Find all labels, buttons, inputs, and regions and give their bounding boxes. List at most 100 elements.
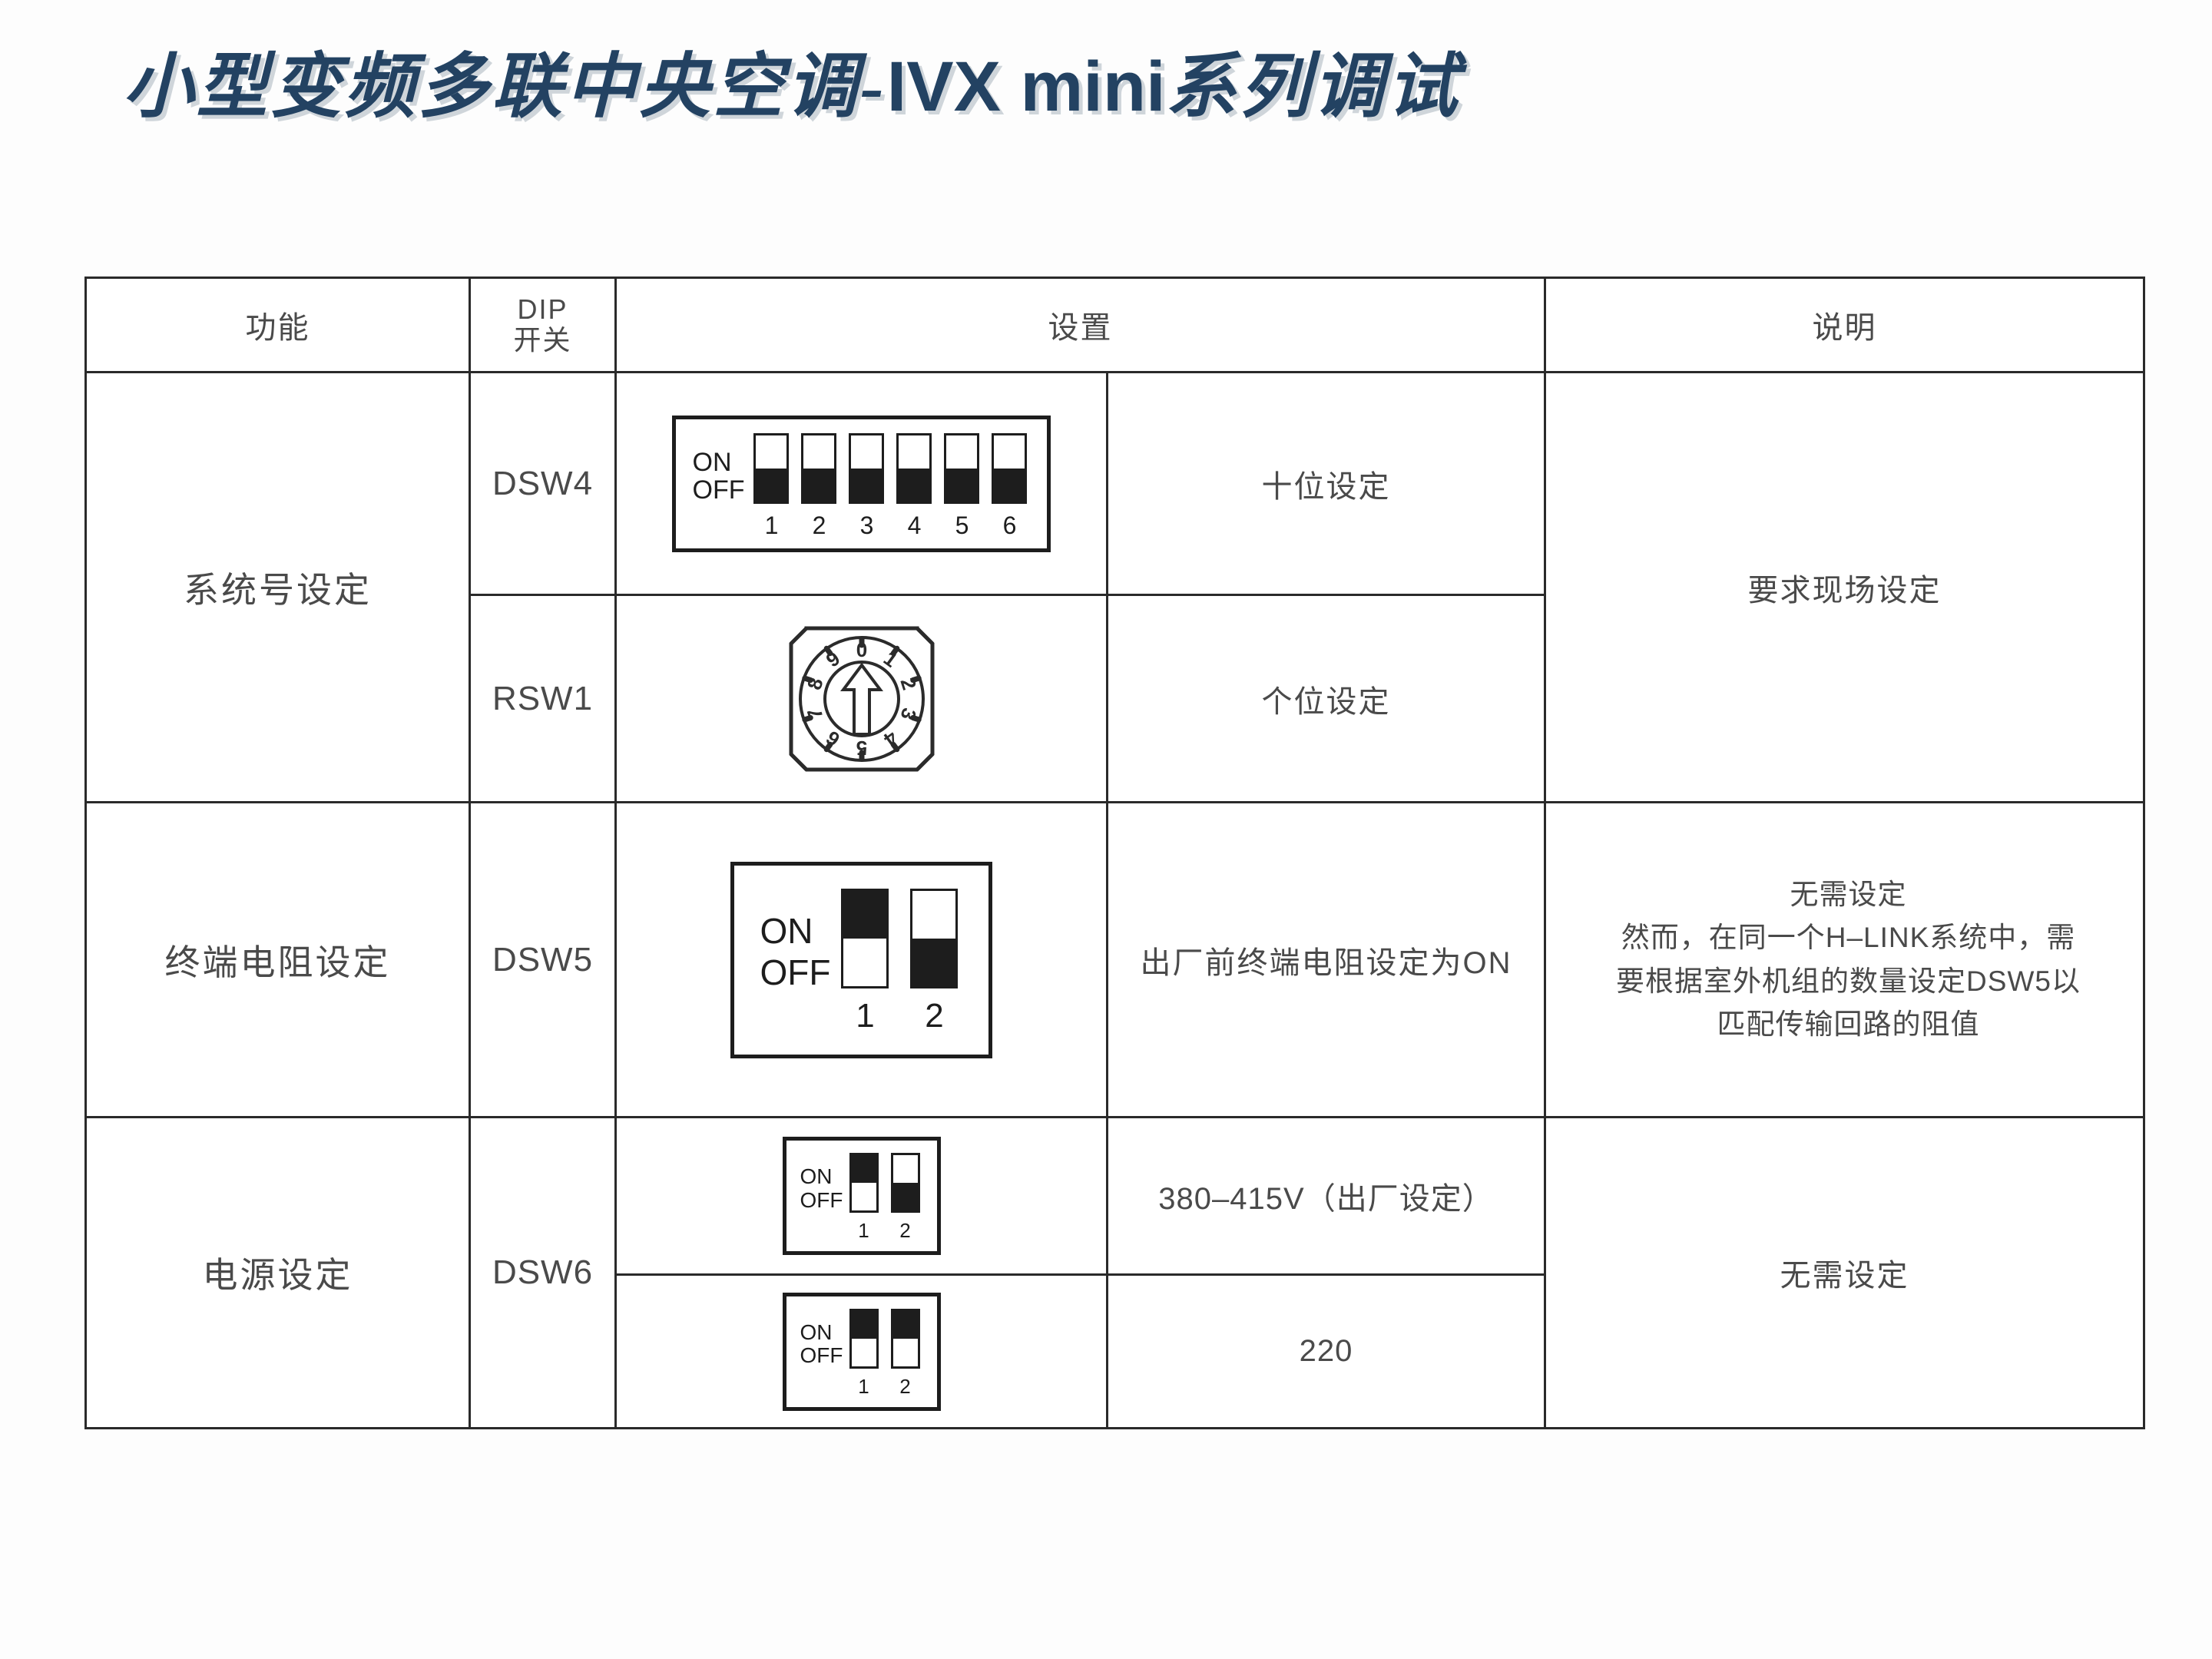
cell-dip-dsw5: DSW5 — [469, 801, 617, 1118]
dip-pole-lever[interactable] — [849, 1153, 879, 1213]
dip-pole[interactable]: 3 — [849, 432, 885, 539]
dip-pole-lever[interactable] — [801, 432, 837, 504]
dip-pole-bottom — [803, 468, 835, 502]
dip-pole[interactable]: 6 — [992, 432, 1028, 538]
dip-pole-lever[interactable] — [890, 1153, 920, 1213]
dip-pole[interactable]: 2 — [890, 1308, 920, 1396]
dip-pole[interactable]: 4 — [896, 432, 932, 539]
dip-pole[interactable]: 2 — [910, 888, 959, 1035]
dip-pole[interactable]: 2 — [801, 432, 837, 538]
dip-label-on: ON — [800, 1164, 833, 1188]
cell-description-field-setting: 要求现场设定 — [1544, 371, 2145, 803]
dip-on-off-labels: ON OFF — [760, 889, 831, 994]
header-function: 功能 — [84, 276, 471, 373]
dip-pole-top — [843, 890, 887, 939]
cell-dip-dsw6: DSW6 — [469, 1116, 617, 1429]
cell-setting-units-digit: 个位设定 — [1106, 594, 1546, 803]
dip-pole-number: 3 — [859, 511, 874, 539]
dip-pole-top — [851, 1310, 876, 1339]
dip-pole[interactable]: 1 — [849, 1308, 879, 1398]
dip-pole-lever[interactable] — [841, 888, 889, 988]
dip-label-off: OFF — [692, 475, 745, 505]
dip-label-off: OFF — [800, 1343, 843, 1368]
dip-pole-lever[interactable] — [890, 1308, 920, 1369]
dip-pole-lever[interactable] — [849, 432, 885, 504]
dip-pole-number: 1 — [764, 511, 779, 539]
header-dip-line2: 开关 — [513, 324, 572, 356]
dip-label-on: ON — [800, 1320, 833, 1344]
dip-label-off: OFF — [760, 952, 831, 992]
dip-switch-settings-table: 功能 DIP 开关 设置 说明 系统号设定 DSW4 ON OFF — [84, 276, 2145, 1429]
dip-pole-bottom — [851, 468, 882, 502]
dip-pole-lever[interactable] — [896, 432, 932, 504]
dip-pole-lever[interactable] — [753, 432, 790, 504]
dip-pole-number: 4 — [907, 511, 922, 539]
dip-pole-top — [851, 435, 882, 469]
dip-pole-top — [899, 435, 930, 469]
dip-pole-lever[interactable] — [992, 432, 1028, 504]
page-title-cn-tail: 系列调试 — [1165, 48, 1461, 126]
description-line: 然而，在同一个H–LINK系统中，需 — [1621, 922, 2076, 954]
description-line: 匹配传输回路的阻值 — [1717, 1008, 1980, 1040]
dip-pole-top — [803, 435, 835, 469]
dip-pole-bottom — [851, 1338, 876, 1366]
dip-pole-bottom — [892, 1183, 918, 1210]
dip-pole-lever[interactable] — [944, 432, 980, 504]
dip-pole[interactable]: 2 — [890, 1153, 920, 1240]
dip-pole-bottom — [912, 938, 956, 986]
dip-pole-top — [756, 435, 787, 469]
cell-description-no-setting: 无需设定 — [1544, 1116, 2145, 1429]
dip-pole[interactable]: 5 — [944, 432, 980, 539]
dip-pole-bottom — [892, 1338, 918, 1366]
dip-pole-number: 1 — [858, 1374, 869, 1398]
cell-setting-tens-digit: 十位设定 — [1106, 371, 1546, 596]
dip-pole[interactable]: 1 — [849, 1153, 879, 1240]
description-line: 要根据室外机组的数量设定DSW5以 — [1616, 965, 2081, 997]
cell-function-system-number: 系统号设定 — [84, 371, 471, 803]
dip-pole[interactable]: 1 — [753, 432, 790, 539]
dip-on-off-labels: ON OFF — [693, 433, 745, 505]
dip-pole-number: 1 — [856, 996, 875, 1035]
dip-pole[interactable]: 1 — [841, 888, 889, 1035]
header-description: 说明 — [1544, 276, 2145, 373]
header-dip-switch: DIP 开关 — [469, 276, 617, 373]
dip-pole-bottom — [899, 468, 930, 502]
dip-on-off-labels: ON OFF — [800, 1309, 843, 1369]
page-title-cn-lead: 小型变频多联中央空调- — [123, 48, 887, 126]
dip-pole-lever[interactable] — [849, 1308, 879, 1369]
cell-dip-rsw1: RSW1 — [469, 594, 617, 803]
dip-pole-bottom — [843, 938, 887, 986]
cell-setting-voltage-380: 380–415V（出厂设定） — [1106, 1116, 1546, 1276]
cell-setting-terminal-resistance: 出厂前终端电阻设定为ON — [1106, 801, 1546, 1118]
cell-dip-dsw4: DSW4 — [469, 371, 617, 596]
dip-label-on: ON — [692, 447, 732, 477]
dip-pole-number: 2 — [925, 996, 944, 1035]
page-title-latin: IVX mini — [886, 48, 1166, 126]
dip-pole-lever[interactable] — [910, 888, 959, 988]
dip-label-off: OFF — [800, 1187, 843, 1212]
dip-pole-number: 5 — [955, 511, 969, 539]
dip-pole-number: 1 — [858, 1219, 869, 1242]
dip-pole-top — [994, 435, 1025, 469]
